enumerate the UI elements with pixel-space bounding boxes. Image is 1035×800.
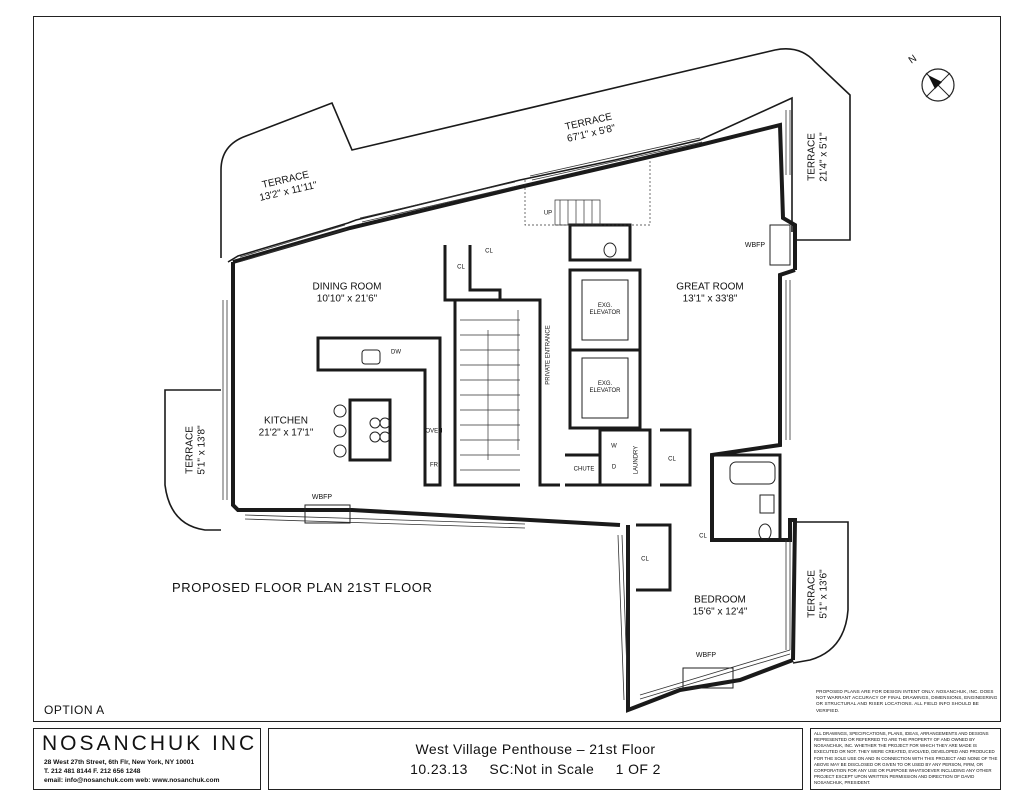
closet-label: CL	[668, 456, 676, 463]
kitchen-counter	[316, 336, 442, 487]
fireplace-living	[304, 504, 351, 524]
bathtub	[729, 461, 776, 485]
powder-room	[568, 223, 632, 262]
stair-core-walls	[443, 245, 560, 487]
window-strip-south	[244, 514, 526, 529]
toilet	[603, 242, 617, 258]
legal-notice: ALL DRAWINGS, SPECIFICATIONS, PLANS, IDE…	[814, 731, 998, 786]
company-web: email: info@nosanchuk.com web: www.nosan…	[44, 777, 220, 784]
fridge-label: FR	[430, 462, 438, 469]
upper-stair	[554, 199, 601, 226]
cooktop-burner	[369, 417, 381, 429]
terrace-outer-boundary	[220, 48, 851, 258]
oven-label: OVEN	[425, 428, 443, 435]
window-strip-east	[785, 110, 791, 650]
plan-disclaimer: PROPOSED PLANS ARE FOR DESIGN INTENT ONL…	[816, 689, 998, 713]
fireplace-label-living: WBFP	[311, 493, 333, 501]
elevator-core	[568, 268, 642, 430]
kitchen-island	[348, 398, 392, 462]
project-date: 10.23.13	[410, 761, 468, 777]
stair-up-label: UP	[543, 210, 553, 217]
sheet-number: 1 OF 2	[615, 761, 661, 777]
option-label: OPTION A	[44, 703, 105, 717]
closet-label: CL	[457, 264, 465, 271]
project-scale: SC:Not in Scale	[489, 761, 595, 777]
cooktop-burner	[369, 431, 381, 443]
project-title: West Village Penthouse – 21st Floor	[415, 741, 656, 757]
closet-label: CL	[485, 248, 493, 255]
bar-stool	[333, 444, 347, 458]
company-address: 28 West 27th Street, 6th Flr, New York, …	[44, 759, 195, 766]
elevator-car-2	[581, 357, 629, 419]
elevator-label: EXG. ELEVATOR	[589, 381, 621, 394]
cooktop-burner	[379, 431, 391, 443]
fireplace-bedroom	[682, 667, 734, 689]
stair-treads	[460, 319, 520, 471]
closet-walls	[660, 428, 692, 487]
toilet	[758, 523, 772, 541]
fireplace-label-great-room: WBFP	[744, 241, 766, 249]
terrace-left-boundary	[164, 389, 221, 531]
sink-fixture	[361, 349, 381, 365]
window-strip-west	[222, 300, 228, 500]
chute-label: CHUTE	[573, 466, 595, 473]
exterior-wall-bedroom	[626, 525, 794, 713]
legal-block: ALL DRAWINGS, SPECIFICATIONS, PLANS, IDE…	[810, 728, 1001, 790]
elevator-car-1	[581, 279, 629, 341]
laundry-label: LAUNDRY	[633, 445, 640, 475]
project-meta: 10.23.13 SC:Not in Scale 1 OF 2	[269, 761, 802, 777]
closet-label: CL	[699, 533, 707, 540]
closet-label: CL	[641, 556, 649, 563]
vanity-sink	[759, 494, 775, 514]
window-strip-north	[239, 137, 703, 262]
stair-rail	[487, 310, 519, 460]
bath-walls	[712, 453, 782, 542]
window-strip-bedroom	[617, 534, 791, 701]
company-name: NOSANCHUK INC	[42, 732, 258, 755]
dryer-label: D	[611, 464, 617, 471]
drawing-frame	[33, 16, 1001, 722]
company-block: NOSANCHUK INC 28 West 27th Street, 6th F…	[33, 728, 261, 790]
dishwasher-label: DW	[391, 349, 401, 356]
fireplace-label-bedroom: WBFP	[695, 651, 717, 659]
bedroom-closet	[636, 523, 672, 592]
terrace-inner-rail	[227, 96, 793, 263]
bar-stool	[333, 404, 347, 418]
compass-icon	[921, 68, 955, 102]
cooktop-burner	[379, 417, 391, 429]
company-phone: T. 212 481 8144 F. 212 656 1248	[44, 768, 141, 775]
laundry-walls	[565, 428, 652, 487]
terrace-right-bottom-boundary	[792, 521, 849, 664]
bar-stool	[333, 424, 347, 438]
exterior-wall-west	[231, 262, 621, 527]
private-entrance-label: PRIVATE ENTRANCE	[545, 325, 552, 385]
exterior-wall-north	[232, 122, 797, 270]
washer-label: W	[611, 443, 617, 450]
elevator-label: EXG. ELEVATOR	[589, 303, 621, 316]
plan-title: PROPOSED FLOOR PLAN 21ST FLOOR	[172, 580, 433, 595]
project-block: West Village Penthouse – 21st Floor 10.2…	[268, 728, 803, 790]
fireplace-great-room	[769, 224, 791, 266]
